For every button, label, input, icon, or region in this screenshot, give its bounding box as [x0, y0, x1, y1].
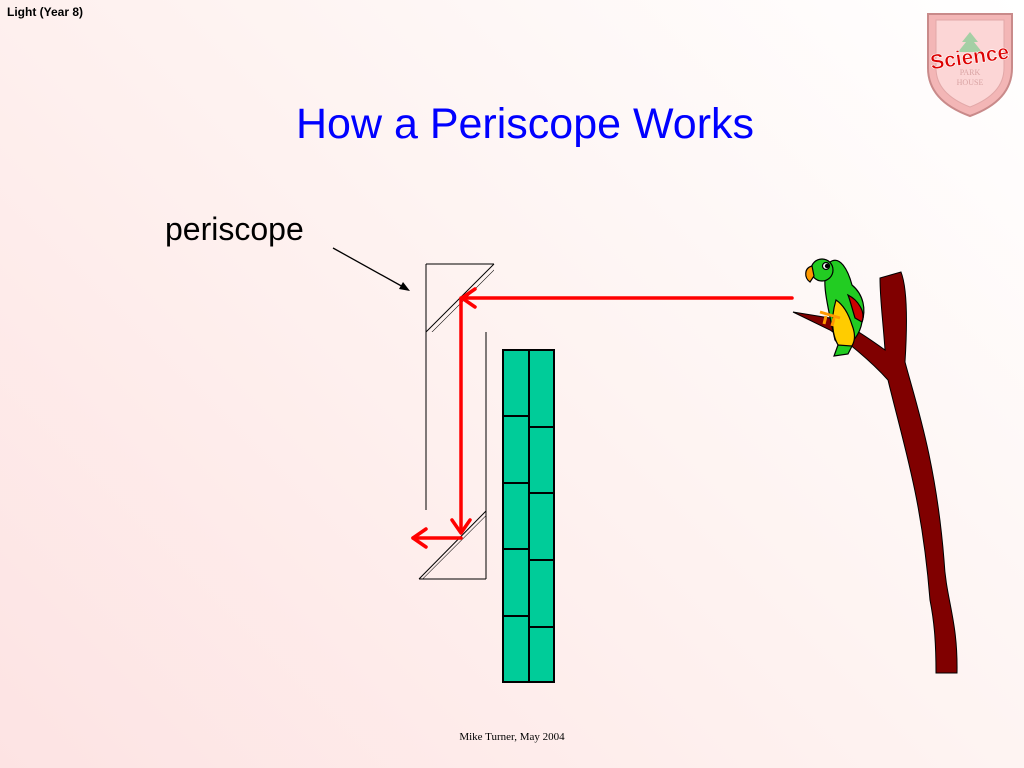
periscope-tube: [419, 263, 494, 580]
logo-subtext-1: PARK: [960, 68, 981, 77]
callout-arrow: [332, 247, 410, 291]
brick-wall: [502, 349, 555, 683]
science-logo: Science PARK HOUSE: [927, 13, 1013, 118]
tree-branch: [792, 271, 958, 674]
slide-title: How a Periscope Works: [295, 100, 755, 148]
logo-tree-icon: [958, 32, 982, 52]
footer-text: Mike Turner, May 2004: [459, 731, 565, 743]
periscope-callout-label: periscope: [165, 211, 304, 247]
parrot: [805, 258, 865, 357]
logo-subtext-2: HOUSE: [957, 78, 984, 87]
light-ray: [411, 287, 794, 549]
bottom-mirror: [418, 510, 487, 580]
slide-header-label: Light (Year 8): [7, 5, 84, 19]
slide-footer: Mike Turner, May 2004: [0, 731, 1024, 743]
